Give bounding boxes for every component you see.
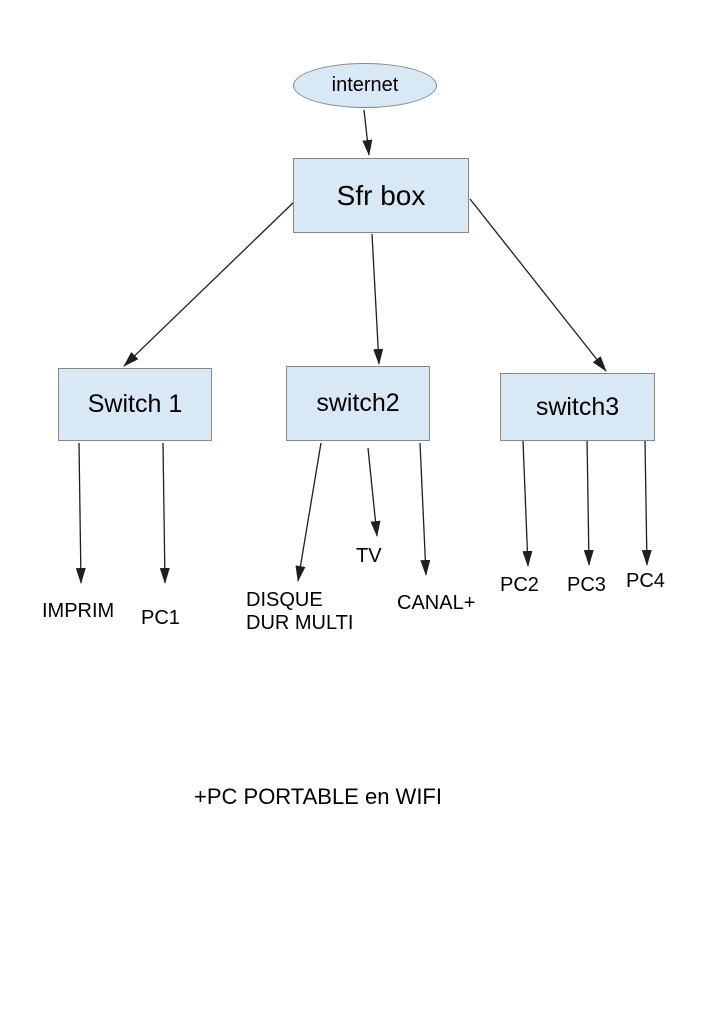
node-switch2: switch2 [286,366,430,441]
device-label-pc4: PC4 [626,570,665,592]
arrow-switch2-to-disque-dur-multi [295,442,322,582]
device-label-pc1: PC1 [141,607,180,629]
node-switch3-label: switch3 [535,392,620,421]
arrow-sfrbox-to-switch2 [371,233,384,365]
node-sfr-box-label: Sfr box [336,179,426,211]
arrow-switch2-to-tv [367,447,381,537]
arrow-switch3-to-pc3 [583,436,594,566]
device-label-disque-dur-multi: DISQUE DUR MULTI [246,589,354,634]
arrow-switch3-to-pc4 [641,440,652,566]
arrow-switch1-to-imprim [75,442,86,584]
wifi-note: +PC PORTABLE en WIFI [194,784,442,809]
device-label-pc3: PC3 [567,574,606,596]
arrow-sfrbox-to-switch1 [123,200,296,367]
node-switch2-label: switch2 [316,389,400,417]
arrow-internet-to-sfrbox [362,109,373,156]
node-switch1: Switch 1 [58,368,212,441]
arrow-switch2-to-canal-plus [419,442,431,576]
node-switch1-label: Switch 1 [87,390,183,418]
device-label-tv: TV [356,545,382,567]
node-switch3: switch3 [500,373,655,441]
device-label-canal-plus: CANAL+ [397,592,476,614]
node-sfr-box: Sfr box [293,158,469,233]
device-label-imprim: IMPRIM [42,600,115,622]
arrow-switch3-to-pc2 [522,440,533,567]
device-label-pc2: PC2 [500,574,539,596]
node-internet: internet [293,63,437,108]
arrow-sfrbox-to-switch3 [469,198,607,372]
node-internet-label: internet [331,74,399,96]
arrow-switch1-to-pc1 [159,442,170,584]
